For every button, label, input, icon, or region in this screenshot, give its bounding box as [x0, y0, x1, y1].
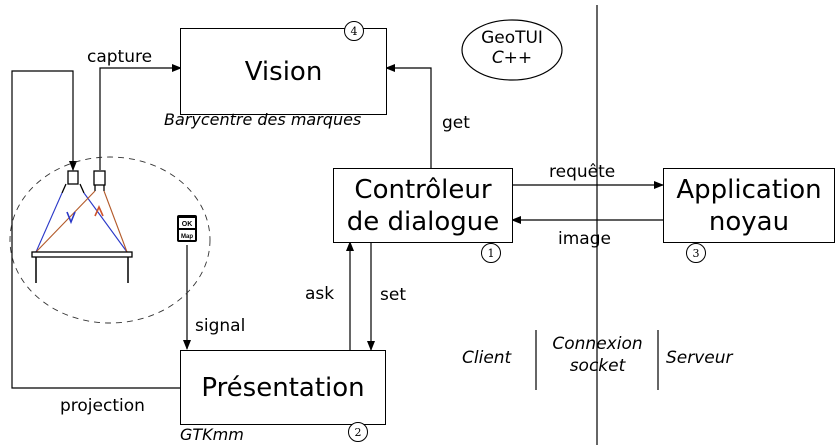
application-title-line2: noyau — [708, 206, 790, 237]
client-label: Client — [462, 348, 512, 368]
connexion-line2: socket — [569, 356, 626, 376]
presentation-box: Présentation — [180, 350, 386, 425]
vision-title: Vision — [244, 56, 323, 87]
presentation-caption: GTKmm — [180, 425, 244, 444]
vision-box: Vision — [180, 28, 387, 115]
camera-icon — [93, 170, 106, 191]
get-label: get — [442, 113, 470, 133]
controller-title-line2: de dialogue — [346, 206, 500, 237]
projector-icon — [61, 170, 85, 194]
table-icon — [31, 251, 133, 283]
connexion-line1: Connexion — [552, 334, 643, 354]
controller-number-badge: 1 — [481, 243, 501, 263]
vision-caption: Barycentre des marques — [164, 110, 362, 129]
ok-map-widget-icon: OK Map — [177, 215, 197, 242]
presentation-number-badge: 2 — [348, 422, 368, 442]
ok-label: OK — [182, 221, 193, 228]
projection-beams — [35, 190, 128, 253]
application-number-badge: 3 — [686, 243, 706, 263]
geotui-label: GeoTUI C++ — [470, 28, 554, 68]
application-box: Application noyau — [663, 168, 835, 243]
set-label: set — [380, 285, 406, 305]
connexion-socket-label: Connexion socket — [537, 333, 658, 377]
geotui-ellipse — [461, 19, 563, 81]
signal-label: signal — [195, 316, 246, 336]
capture-label: capture — [87, 47, 153, 67]
image-label: image — [558, 229, 611, 249]
geotui-language: C++ — [491, 48, 533, 68]
capture-arrow — [99, 64, 182, 170]
projection-label: projection — [60, 396, 145, 416]
controller-title-line1: Contrôleur — [354, 174, 492, 205]
map-label: Map — [181, 234, 193, 240]
ask-label: ask — [305, 284, 335, 304]
controller-box: Contrôleur de dialogue — [333, 168, 513, 243]
projection-arrow — [11, 70, 181, 389]
requete-label: requête — [549, 162, 616, 182]
geotui-name: GeoTUI — [481, 28, 543, 48]
tabletop-dashed-circle — [9, 156, 211, 324]
get-arrow — [385, 64, 432, 170]
serveur-label: Serveur — [666, 348, 733, 368]
application-title-line1: Application — [676, 174, 822, 205]
presentation-title: Présentation — [201, 372, 365, 403]
vision-number-badge: 4 — [344, 21, 364, 41]
